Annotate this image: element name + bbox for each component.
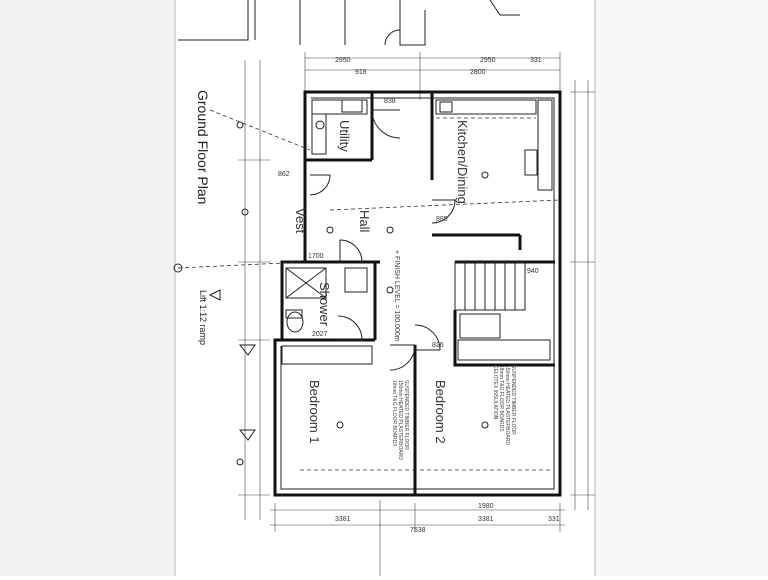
- room-label-bedroom2: Bedroom 2: [433, 380, 448, 444]
- note-line-4: CELOTEX INSULATION: [492, 365, 498, 420]
- plan-title: Ground Floor Plan: [195, 90, 211, 204]
- door-swings: [309, 109, 456, 371]
- note-line-2b: 150mm HEATED PLASTERBOARD: [397, 380, 403, 460]
- room-label-shower: Shower: [317, 282, 332, 327]
- section-label: Lift 1:12 ramp: [198, 290, 208, 345]
- bottom-dimension-lines: [270, 500, 565, 576]
- dim-bottom-right: 3381: [478, 516, 494, 523]
- dim-wall-331-b: 331: [548, 516, 560, 523]
- dim-top-sub-1: 918: [355, 69, 367, 76]
- stair-flight: [454, 261, 526, 311]
- dim-wall-331-a: 331: [530, 57, 542, 64]
- drawing-sheet: [175, 0, 595, 576]
- dim-bottom-sub: 1980: [478, 503, 494, 510]
- dim-hall-1700: 1700: [308, 253, 324, 260]
- dim-bottom-total: 7538: [410, 527, 426, 534]
- note-line-3: 18mm T&G FLOOR BOARDS: [498, 365, 504, 432]
- left-dimension-lines: [238, 60, 270, 520]
- kitchen-units: [435, 99, 553, 191]
- dim-shower-2027: 2027: [312, 331, 328, 338]
- right-dimension-lines: [570, 80, 595, 510]
- page-margin-right: [595, 0, 768, 576]
- room-label-vest: Vest: [293, 208, 308, 234]
- utility-units: [311, 99, 368, 155]
- wardrobes: [281, 313, 551, 365]
- floor-level-note: + FINISH LEVEL = 100.000m: [393, 250, 400, 342]
- dim-stair-940: 940: [527, 268, 539, 275]
- room-label-bedroom1: Bedroom 1: [307, 380, 322, 444]
- dim-top-right: 2950: [480, 57, 496, 64]
- dim-top-left: 2950: [335, 57, 351, 64]
- room-label-kitchen: Kitchen/Dining: [455, 120, 470, 204]
- note-line-1b: SUSPENDED TIMBER FLOOR: [403, 380, 409, 450]
- top-structure: [178, 0, 520, 46]
- dim-door-862: 862: [278, 171, 290, 178]
- room-label-hall: Hall: [357, 210, 372, 233]
- dim-top-sub-2: 2800: [470, 69, 486, 76]
- note-line-2: 150mm HEATED PLASTERBOARD: [504, 365, 510, 445]
- shower-fittings: [285, 267, 368, 333]
- note-line-1: SUSPENDED TIMBER FLOOR: [510, 365, 516, 435]
- section-markers: [208, 121, 256, 466]
- dim-door-885: 885: [436, 216, 448, 223]
- note-line-3b: 18mm T&G FLOOR BOARDS: [391, 380, 397, 447]
- dim-bottom-left: 3381: [335, 516, 351, 523]
- page-margin: [0, 0, 175, 576]
- electrical-symbols: [326, 171, 489, 429]
- construction-notes: SUSPENDED TIMBER FLOOR 150mm HEATED PLAS…: [391, 365, 516, 460]
- room-label-utility: Utility: [337, 120, 352, 152]
- dim-door-826: 826: [432, 342, 444, 349]
- dim-door-838: 838: [384, 98, 396, 105]
- dashed-construction-lines: [173, 109, 561, 471]
